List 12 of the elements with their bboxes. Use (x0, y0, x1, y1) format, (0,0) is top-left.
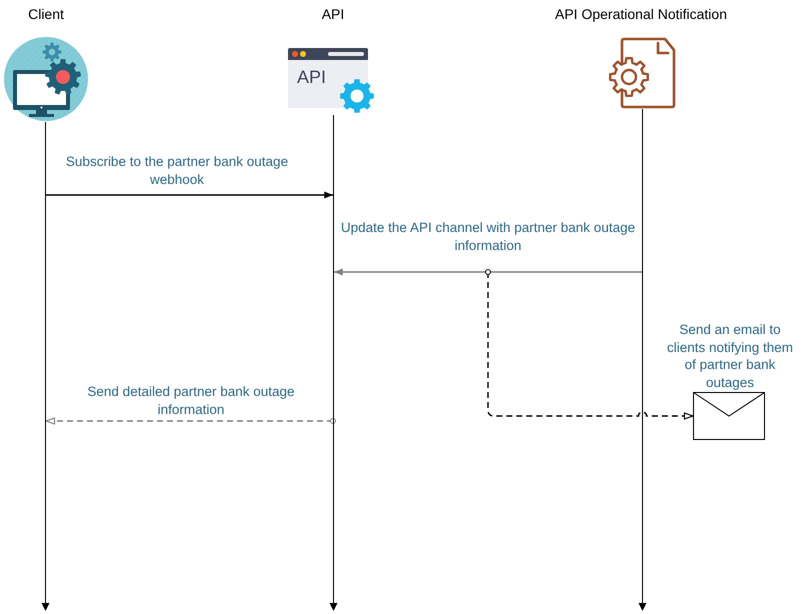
message-label: Send detailed partner bank outage information (86, 383, 296, 418)
participant-label: API Operational Notification (555, 5, 727, 23)
icon-label: API (297, 67, 326, 87)
participant-label: Client (28, 5, 64, 23)
dashed-arrow (485, 269, 694, 420)
arrow (334, 268, 642, 276)
dashed-arrow (46, 417, 336, 425)
arrow (46, 192, 333, 198)
message-label: Subscribe to the partner bank outage webhook (64, 153, 290, 188)
participant-label: API (322, 5, 344, 23)
message-label: Update the API channel with partner bank outage information (340, 219, 636, 254)
node-caption: Send an email to clients notifying them of partner bank outages (666, 321, 794, 391)
